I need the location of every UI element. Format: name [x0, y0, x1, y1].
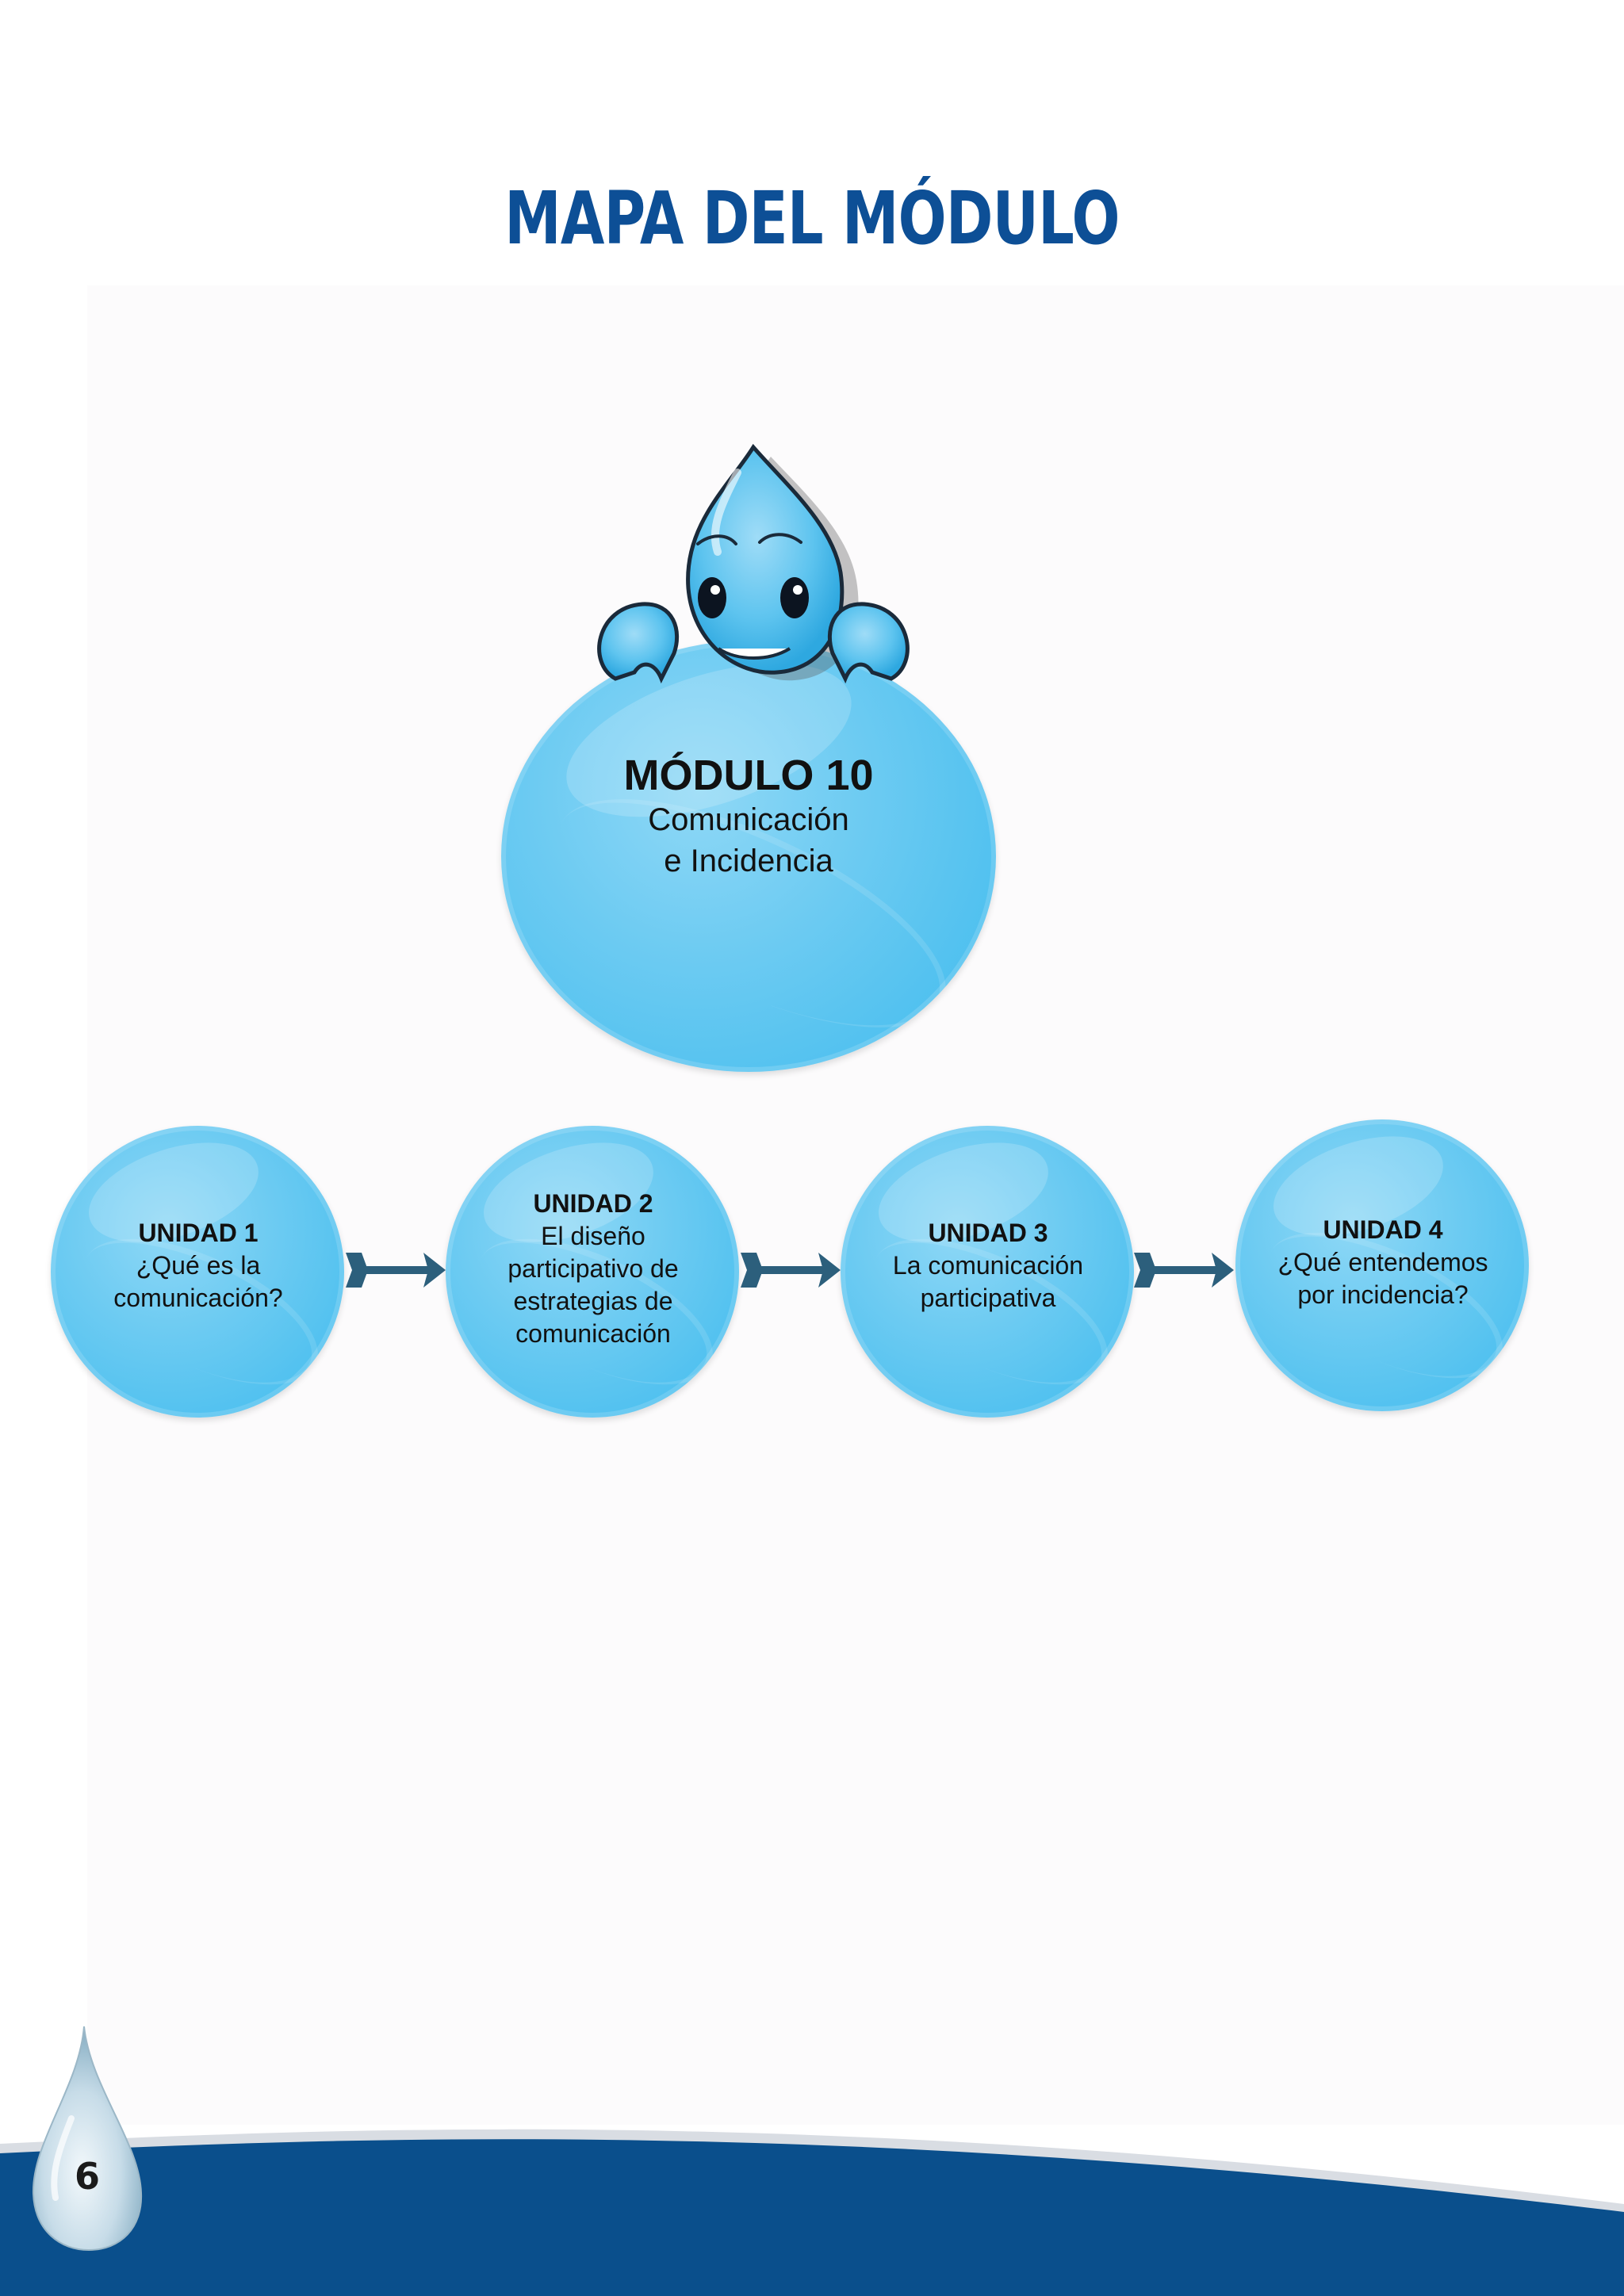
unit-1-line-1: ¿Qué es la — [136, 1251, 261, 1280]
page-number: 6 — [74, 2155, 100, 2198]
unit-4-title: UNIDAD 4 — [1323, 1215, 1443, 1244]
unit-3-line-2: participativa — [920, 1284, 1056, 1312]
unit-2-label: UNIDAD 2 El diseño participativo de estr… — [458, 1188, 728, 1350]
unit-3-label: UNIDAD 3 La comunicación participativa — [853, 1217, 1123, 1314]
module-subtitle-line1: Comunicación — [648, 802, 849, 837]
unit-4-label: UNIDAD 4 ¿Qué entendemos por incidencia? — [1248, 1214, 1518, 1311]
module-bubble — [501, 641, 996, 1072]
module-label: MÓDULO 10 Comunicación e Incidencia — [501, 752, 996, 882]
unit-2-line-3: estrategias de — [513, 1287, 673, 1315]
unit-1-line-2: comunicación? — [113, 1284, 283, 1312]
unit-1-label: UNIDAD 1 ¿Qué es la comunicación? — [63, 1217, 333, 1314]
unit-1-title: UNIDAD 1 — [138, 1219, 259, 1247]
unit-2-line-2: participativo de — [508, 1254, 679, 1283]
module-subtitle-line2: e Incidencia — [664, 844, 833, 878]
unit-4-line-2: por incidencia? — [1297, 1280, 1469, 1309]
unit-3-line-1: La comunicación — [892, 1251, 1084, 1280]
page-title: MAPA DEL MÓDULO — [504, 176, 1120, 261]
water-drop-icon — [32, 2026, 143, 2252]
arrow-right-icon — [1134, 1253, 1234, 1288]
arrow-right-icon — [346, 1253, 446, 1288]
unit-3-bubble — [841, 1126, 1134, 1418]
unit-1-bubble — [51, 1126, 344, 1418]
unit-2-bubble — [446, 1126, 739, 1418]
unit-2-title: UNIDAD 2 — [533, 1189, 653, 1218]
footer-wave — [0, 2129, 1624, 2296]
unit-2-line-1: El diseño — [541, 1222, 645, 1250]
unit-4-bubble — [1235, 1119, 1529, 1411]
arrow-right-icon — [741, 1253, 841, 1288]
unit-2-line-4: comunicación — [515, 1319, 671, 1348]
water-drop-mascot-icon — [597, 443, 910, 684]
unit-3-title: UNIDAD 3 — [928, 1219, 1048, 1247]
module-title: MÓDULO 10 — [623, 752, 874, 799]
unit-4-line-1: ¿Qué entendemos — [1277, 1248, 1488, 1276]
